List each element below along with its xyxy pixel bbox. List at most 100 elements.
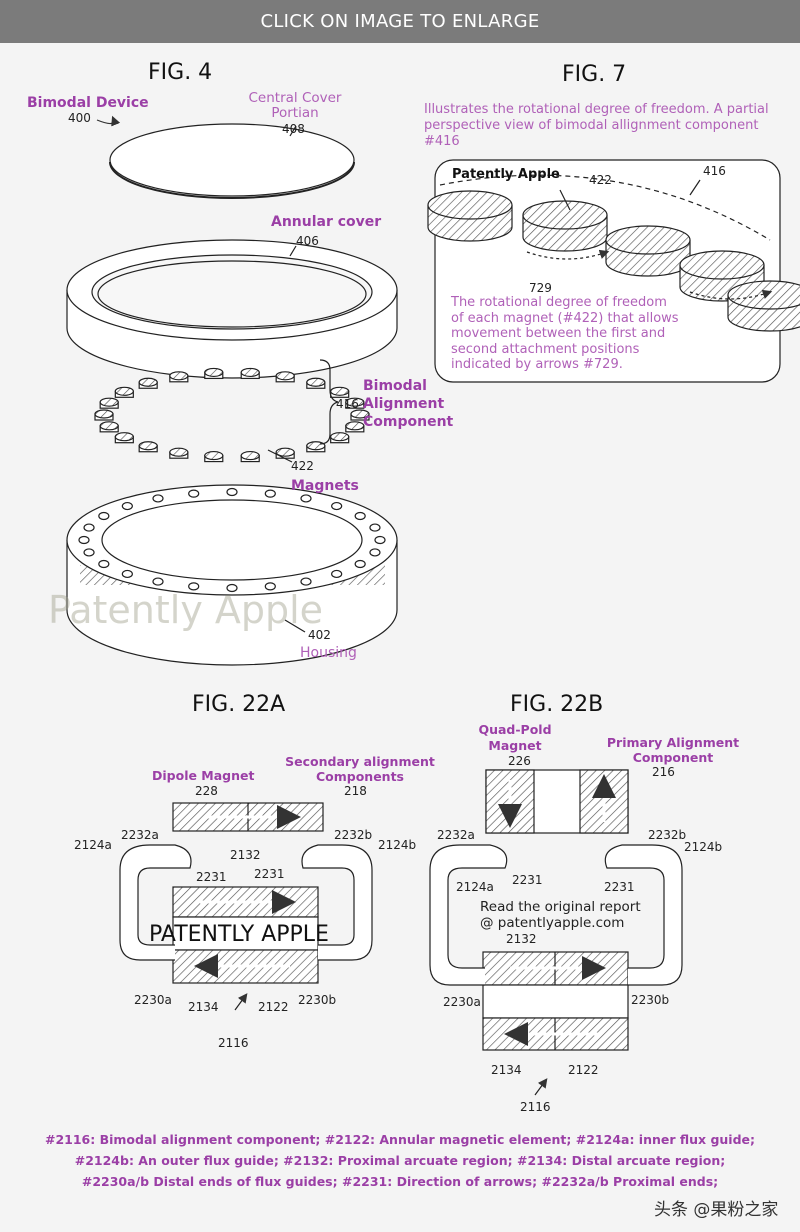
ref-2124a: 2124a [74,838,112,852]
ref-2134: 2134 [188,1000,219,1014]
magnet-cylinder-top [605,225,691,255]
fig22a-drawing [119,802,373,1011]
magnet-top [99,421,119,431]
magnet-top [275,371,295,381]
caption-line: #2116: Bimodal alignment component; #212… [44,1132,756,1147]
ref-2132-b: 2132 [506,932,537,946]
housing-hole [374,535,386,545]
ref-2124b-b: 2124b [684,840,723,854]
ref-2231-right-b: 2231 [604,880,635,894]
fig4-title: FIG. 4 [148,60,213,85]
fig7-note: The rotational degree of freedom of each… [451,295,679,373]
ref-2231-right: 2231 [254,867,285,881]
ref-2122: 2122 [258,1000,289,1014]
label-annular-cover: Annular cover [271,214,382,230]
fig22a-title: FIG. 22A [192,692,286,717]
magnet-ring [94,367,370,463]
label-bimodal: Bimodal [363,378,427,394]
label-dipole-magnet: Dipole Magnet [152,768,255,783]
fig7-note-line: second attachment positions [451,341,640,357]
magnet-top [94,409,114,419]
housing-hole [188,582,200,591]
fig7-note-line: indicated by arrows #729. [451,357,623,372]
ref-2230a: 2230a [134,993,172,1007]
housing-hole [300,494,312,503]
ref-2232a-b: 2232a [437,828,475,842]
magnet-top [99,397,119,407]
ref-2230a-b: 2230a [443,995,481,1009]
housing-hole [78,535,90,545]
ref-416: 416 [336,397,359,411]
ref-2116-b: 2116 [520,1100,551,1114]
housing-hole [226,487,238,497]
housing-hole [264,582,276,591]
label-portion: Portian [271,105,319,121]
annular-cover [66,239,398,379]
fig7-ref-416: 416 [703,164,726,178]
watermark-patently-apple-caps: PATENTLY APPLE [149,922,329,947]
fig7-desc-line3: #416 [424,134,460,149]
magnet-top [169,371,189,381]
ref-2230b: 2230b [298,993,337,1007]
housing-hole [331,501,343,511]
ref-402: 402 [308,628,331,642]
ref-2232b-b: 2232b [648,828,687,842]
magnet-top [114,386,134,396]
ref-2232a: 2232a [121,828,159,842]
magnet-top [114,432,134,442]
ref-2116: 2116 [218,1036,249,1050]
fig7-ref-422: 422 [589,173,612,187]
housing-hole [188,489,200,498]
ref-422: 422 [291,459,314,473]
ref-228: 228 [195,784,218,798]
housing-hole [83,548,95,557]
ref-408: 408 [282,122,305,136]
magnet-cylinder-top [522,200,608,230]
ref-2124b: 2124b [378,838,417,852]
fig7-note-line: movement between the first and [451,326,666,341]
housing-hole [152,494,164,503]
fig7-note-line: of each magnet (#422) that allows [451,310,679,326]
fig7-desc-line1: Illustrates the rotational degree of fre… [424,102,769,117]
label-quad-pold: Quad-Pold [478,722,552,737]
ref-400: 400 [68,111,91,125]
fig4-drawing [66,115,398,666]
magnet-cylinder-top [427,190,513,220]
label-magnet: Magnet [488,738,542,753]
housing-hole [369,523,381,532]
magnet-top [275,447,295,457]
housing-hole [98,511,110,521]
ref-2124a-b: 2124a [456,880,494,894]
fig7-ref-729: 729 [529,281,552,295]
ref-2132: 2132 [230,848,261,862]
read-original-line2: @ patentlyapple.com [480,915,625,931]
housing-hole [226,583,238,593]
fig7-watermark: Patently Apple [452,167,560,182]
label-bimodal-device: Bimodal Device [27,95,149,111]
caption-line: #2230a/b Distal ends of flux guides; #22… [81,1174,719,1189]
magnet-top [204,367,224,378]
label-central-cover: Central Cover [248,90,342,106]
ref-2232b: 2232b [334,828,373,842]
housing-hole [354,559,366,569]
fig7-note-line: The rotational degree of freedom [451,295,667,310]
magnet-top [204,450,224,461]
ref-2122-b: 2122 [568,1063,599,1077]
central-cover [109,123,355,197]
enlarge-banner[interactable]: CLICK ON IMAGE TO ENLARGE [0,0,800,43]
ref-2231-left-b: 2231 [512,873,543,887]
magnet-top [306,441,326,451]
label-component: Component [363,414,454,430]
ref-218: 218 [344,784,367,798]
read-original-line1: Read the original report [480,899,641,915]
housing-hole [121,501,133,511]
label-magnets: Magnets [291,478,359,494]
housing-hole [300,577,312,586]
magnet-cylinder-top [727,280,800,310]
magnet-cylinder-top [679,250,765,280]
fig7-title: FIG. 7 [562,62,627,87]
magnet-top [345,421,365,431]
magnet-top [330,432,350,442]
